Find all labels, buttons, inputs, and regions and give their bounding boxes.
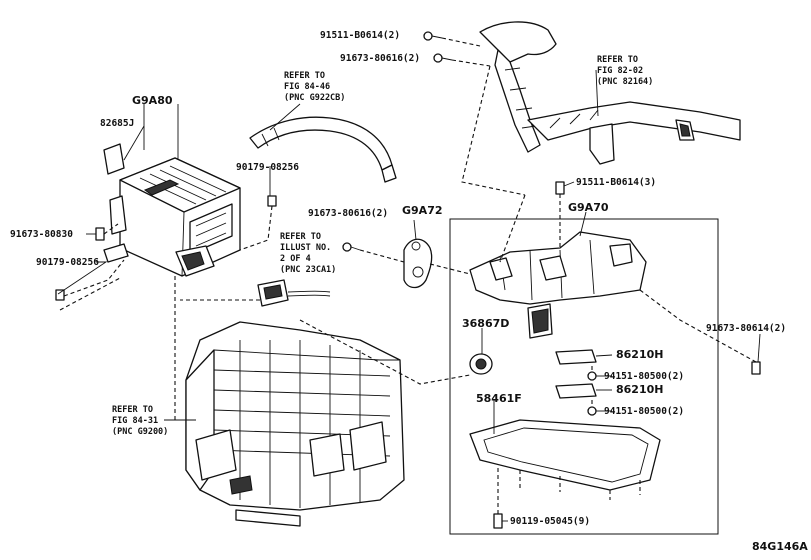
diagram-code: 84G146A — [752, 540, 808, 553]
transaxle-housing — [185, 321, 405, 527]
grommet-36867d — [469, 353, 493, 375]
bolt-91673-80830-icon — [95, 227, 105, 241]
label-g9a80: G9A80 — [132, 94, 173, 107]
bolt-90179-a-icon — [267, 195, 277, 207]
ref-84-46-line1: REFER TO — [284, 71, 325, 81]
label-91673-top: 91673-80616(2) — [340, 53, 420, 64]
bolt-91673-right-icon — [751, 361, 761, 375]
coolant-hose — [249, 116, 397, 183]
bolt-91511-mid-icon — [555, 181, 565, 195]
label-90119: 90119-05045(9) — [510, 516, 590, 527]
label-91673-80830: 91673-80830 — [10, 229, 73, 240]
reference-fig-82-02: REFER TO FIG 82-02 (PNC 82164) — [597, 55, 653, 87]
bolt-90119-icon — [493, 513, 503, 529]
ref-84-46-line3: (PNC G922CB) — [284, 93, 345, 103]
label-g9a70: G9A70 — [568, 201, 609, 214]
label-94151-b: 94151-80500(2) — [604, 406, 684, 417]
ref-84-31-line3: (PNC G9200) — [112, 427, 168, 437]
label-86210h-b: 86210H — [616, 383, 663, 396]
ref-illust-line4: (PNC 23CA1) — [280, 265, 336, 275]
ref-82-02-line1: REFER TO — [597, 55, 638, 65]
label-91673-right: 91673-80614(2) — [706, 323, 786, 334]
bracket-g9a72 — [403, 238, 433, 289]
label-94151-a: 94151-80500(2) — [604, 371, 684, 382]
ref-illust-line1: REFER TO — [280, 232, 321, 242]
assembly-lines — [59, 37, 757, 514]
part-86210h-a-shape — [555, 349, 597, 365]
label-91673-mid: 91673-80616(2) — [308, 208, 388, 219]
label-90179-08256-a: 90179-08256 — [236, 162, 299, 173]
bolt-94151-b-icon — [587, 406, 597, 416]
inverter-ecu-assembly — [103, 157, 241, 277]
ref-82-02-line2: FIG 82-02 — [597, 66, 643, 76]
bracket-assembly-g9a70 — [469, 231, 647, 339]
label-g9a72: G9A72 — [402, 204, 443, 217]
leader-lines — [57, 69, 761, 522]
bolt-91673-mid-icon — [342, 242, 361, 252]
ref-illust-line2: ILLUST NO. — [280, 243, 331, 253]
label-91511-mid: 91511-B0614(3) — [576, 177, 656, 188]
reference-illust-2-of-4: REFER TO ILLUST NO. 2 OF 4 (PNC 23CA1) — [280, 232, 336, 275]
label-91511-top: 91511-B0614(2) — [320, 30, 400, 41]
ref-82-02-line3: (PNC 82164) — [597, 77, 653, 87]
part-82685j-shape — [103, 143, 125, 175]
ref-84-31-line1: REFER TO — [112, 405, 153, 415]
label-90179-08256-b: 90179-08256 — [36, 257, 99, 268]
label-86210h-a: 86210H — [616, 348, 663, 361]
bolt-icons — [55, 31, 761, 529]
ref-84-46-line2: FIG 84-46 — [284, 82, 330, 92]
bolt-94151-a-icon — [587, 371, 597, 381]
bolt-91673-top-icon — [433, 53, 453, 63]
cover-plate-58461f — [469, 419, 661, 491]
label-36867d: 36867D — [462, 317, 509, 330]
ref-illust-line3: 2 OF 4 — [280, 254, 311, 264]
wire-harness-bracket — [479, 21, 741, 165]
reference-fig-84-31: REFER TO FIG 84-31 (PNC G9200) — [112, 405, 168, 437]
bolt-90179-b-icon — [55, 289, 65, 301]
label-58461f: 58461F — [476, 392, 522, 405]
bolt-91511-top-icon — [423, 31, 443, 41]
reference-fig-84-46: REFER TO FIG 84-46 (PNC G922CB) — [284, 71, 345, 103]
connector-harness — [257, 279, 331, 307]
part-86210h-b-shape — [555, 383, 597, 399]
label-82685j: 82685J — [100, 118, 134, 129]
ref-84-31-line2: FIG 84-31 — [112, 416, 158, 426]
